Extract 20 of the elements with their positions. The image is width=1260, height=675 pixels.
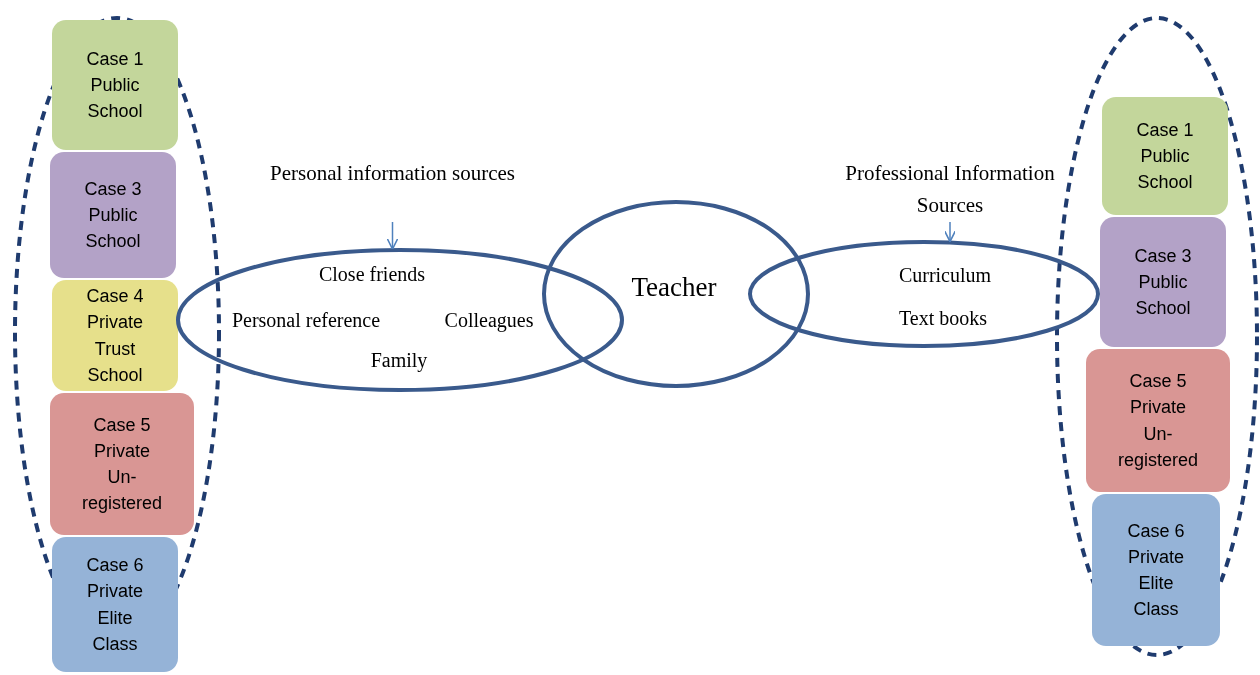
item-text: Colleagues bbox=[444, 308, 534, 332]
case-card: Case 6 Private Elite Class bbox=[52, 537, 178, 672]
case-card: Case 3 Public School bbox=[1100, 217, 1226, 347]
item-text: Text books bbox=[899, 306, 987, 330]
heading-text: Professional Information Sources bbox=[830, 158, 1070, 224]
heading-text: Personal information sources bbox=[270, 158, 515, 224]
case-card: Case 4 Private Trust School bbox=[52, 280, 178, 391]
arrow bbox=[386, 221, 399, 250]
case-card: Case 6 Private Elite Class bbox=[1092, 494, 1220, 646]
item-text: Personal reference bbox=[231, 308, 381, 332]
item-text: Close friends bbox=[318, 262, 426, 286]
case-card: Case 5 Private Un-registered bbox=[50, 393, 194, 535]
arrow bbox=[943, 221, 957, 243]
case-card: Case 5 Private Un-registered bbox=[1086, 349, 1230, 492]
center-label: Teacher bbox=[631, 271, 717, 303]
item-text: Family bbox=[370, 348, 428, 372]
case-card: Case 3 Public School bbox=[50, 152, 176, 278]
case-card: Case 1 Public School bbox=[52, 20, 178, 150]
case-card: Case 1 Public School bbox=[1102, 97, 1228, 215]
item-text: Curriculum bbox=[898, 263, 992, 287]
